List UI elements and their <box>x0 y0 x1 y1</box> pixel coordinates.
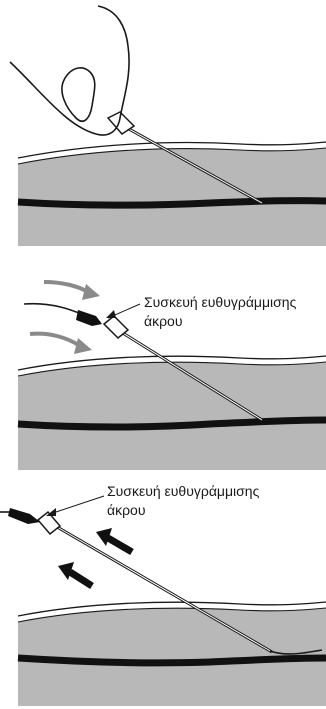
advance-arrow-upper <box>108 538 132 552</box>
step-3-illustration <box>0 474 326 709</box>
tip-straightener-device <box>76 310 102 326</box>
device-label-line-1: Συσκευή ευθυγράμμισης <box>107 483 259 500</box>
advance-arrow-lower <box>70 572 92 586</box>
tip-straightener-device <box>8 508 40 524</box>
push-arrow-upper <box>44 282 88 292</box>
step-1-illustration <box>0 0 326 250</box>
fingernail <box>62 68 95 121</box>
step-2-attach-device: Συσκευή ευθυγράμμισης άκρου <box>0 252 326 474</box>
step-1-needle-insertion <box>0 0 326 250</box>
step-3-advance-guidewire: Συσκευή ευθυγράμμισης άκρου <box>0 474 326 709</box>
device-label-line-2: άκρου <box>144 313 183 330</box>
device-label-line-1: Συσκευή ευθυγράμμισης <box>144 294 296 311</box>
label-leader-line <box>50 496 104 514</box>
tissue-layer <box>18 148 326 246</box>
tissue-layer <box>18 362 326 470</box>
push-arrow-lower <box>30 334 80 346</box>
step-2-illustration <box>0 252 326 474</box>
device-label-line-2: άκρου <box>107 502 146 519</box>
